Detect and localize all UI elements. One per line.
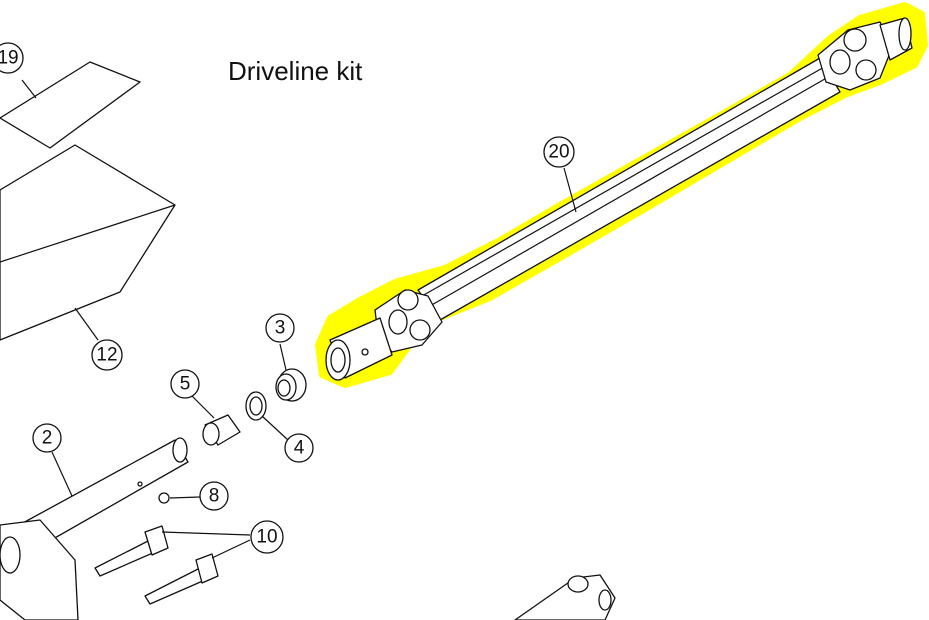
part-19-plate [0,61,141,149]
callout-2: 2 [32,423,62,453]
callout-2-label: 2 [42,428,53,449]
callout-3: 3 [265,313,295,343]
part-12-shield [0,144,176,341]
callout-19-label: 19 [0,48,19,69]
callout-10-label: 10 [256,527,277,548]
callout-4: 4 [284,433,314,463]
part-3-bearing [275,343,307,402]
leader-20 [563,167,577,213]
partial-yoke [514,574,616,620]
callout-3-label: 3 [275,318,286,339]
callout-5: 5 [170,369,200,399]
callout-10: 10 [250,520,284,554]
mount-bracket [0,519,79,620]
part-4-washer [245,391,289,441]
callout-20: 20 [543,136,575,168]
callout-19: 19 [0,42,24,74]
callout-5-label: 5 [180,374,191,395]
callout-8: 8 [199,481,229,511]
part-2-pin [9,437,189,556]
part-8-fitting [158,492,201,504]
part-5-bushing [191,395,241,446]
callout-20-label: 20 [548,142,569,163]
callout-12: 12 [91,339,123,371]
callout-4-label: 4 [294,438,305,459]
callout-12-label: 12 [96,345,117,366]
diagram-title: Driveline kit [228,56,363,86]
driveline-shaft [325,17,913,381]
part-10-bolts [94,525,251,605]
callout-8-label: 8 [209,486,220,507]
